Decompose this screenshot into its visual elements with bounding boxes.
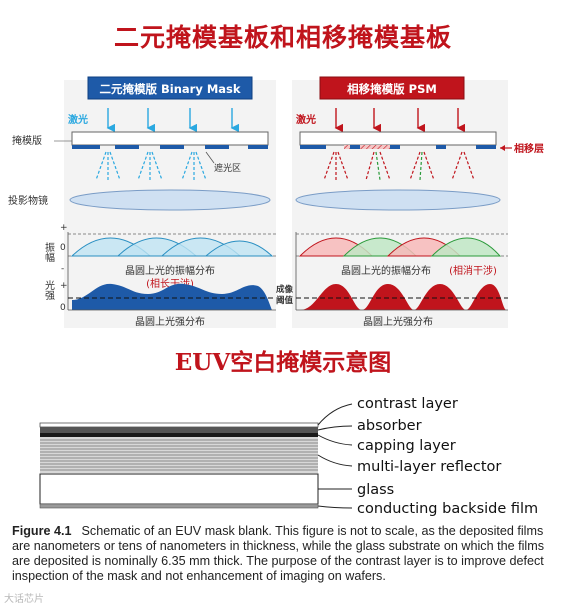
euv-mask-blank-figure: contrast layer absorber capping layer mu… <box>39 396 538 517</box>
psm-incident-arrows <box>334 108 465 133</box>
lens-label: 投影物镜 <box>8 194 48 207</box>
label-capping-layer: capping layer <box>357 438 456 454</box>
interference-right: (相消干涉) <box>449 264 497 277</box>
psm-amplitude-curves <box>298 237 502 257</box>
binary-amplitude-curves <box>70 237 274 257</box>
glass-substrate <box>39 473 319 505</box>
wafer-amplitude-left: 晶圆上光的振幅分布 <box>125 264 215 277</box>
label-contrast-layer: contrast layer <box>357 396 458 412</box>
multilayer-reflector <box>40 437 318 473</box>
binary-intensity-curve <box>72 283 272 310</box>
binary-incident-arrows <box>106 108 239 133</box>
label-multilayer-reflector: multi-layer reflector <box>357 459 501 475</box>
binary-diffraction <box>95 151 207 182</box>
svg-text:+: + <box>60 281 68 291</box>
svg-text:光强: 光强 <box>43 279 55 301</box>
euv-title: EUV空白掩模示意图 <box>174 349 392 376</box>
svg-text:+: + <box>60 223 68 233</box>
contrast-layer <box>39 422 319 428</box>
svg-text:相移层: 相移层 <box>514 142 544 155</box>
intensity-axis: + 0 光强 <box>43 279 68 313</box>
mask-comparison-diagram: 二元掩模版 Binary Mask 相移掩模版 PSM 激光 激光 掩模版 <box>8 76 544 328</box>
figure-label: Figure 4.1 <box>12 524 72 538</box>
laser-label-left: 激光 <box>68 113 88 126</box>
svg-text:0: 0 <box>60 303 66 313</box>
mask-label: 掩模版 <box>12 134 42 147</box>
wafer-intensity-right: 晶圆上光强分布 <box>363 315 433 328</box>
psm-header: 相移掩模版 PSM <box>319 76 465 100</box>
svg-text:相移掩模版 PSM: 相移掩模版 PSM <box>347 82 437 96</box>
label-backside-film: conducting backside film <box>357 501 538 517</box>
capping-layer <box>40 433 318 437</box>
psm-diffraction <box>323 151 475 182</box>
amplitude-axis: + 0 - 振幅 <box>43 223 68 274</box>
backside-film <box>39 503 319 509</box>
wafer-amplitude-right: 晶圆上光的振幅分布 <box>341 264 431 277</box>
svg-text:-: - <box>61 264 64 274</box>
binary-header: 二元掩模版 Binary Mask <box>87 76 253 100</box>
caption-text: Schematic of an EUV mask blank. This fig… <box>12 524 544 583</box>
label-glass: glass <box>357 482 394 498</box>
watermark: 大话芯片 <box>4 594 44 605</box>
binary-lens <box>69 189 271 211</box>
main-title: 二元掩模基板和相移掩模基板 <box>113 23 452 52</box>
shading-area-label: 遮光区 <box>214 162 241 174</box>
absorber-layer <box>40 427 318 433</box>
svg-text:振幅: 振幅 <box>43 241 55 263</box>
threshold-label-2: 阈值 <box>276 295 294 306</box>
wafer-intensity-left: 晶圆上光强分布 <box>135 315 205 328</box>
psm-mask-plate <box>299 131 497 149</box>
label-absorber: absorber <box>357 418 422 434</box>
threshold-label-1: 成像 <box>276 284 294 295</box>
phase-layer-callout: 相移层 <box>500 142 544 155</box>
svg-text:二元掩模版 Binary Mask: 二元掩模版 Binary Mask <box>99 82 240 96</box>
binary-mask-plate <box>71 131 269 149</box>
psm-lens <box>295 189 501 211</box>
laser-label-right: 激光 <box>296 113 316 126</box>
psm-intensity-curve <box>300 284 506 310</box>
svg-text:0: 0 <box>60 243 66 253</box>
